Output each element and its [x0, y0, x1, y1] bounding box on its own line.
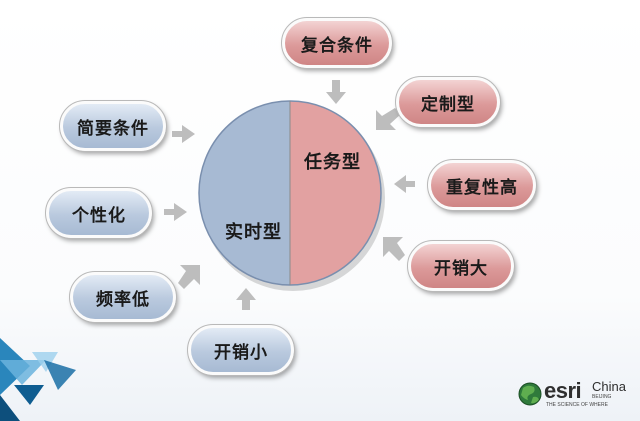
arrow-left	[394, 175, 415, 193]
logo-esri-text: esri	[544, 378, 582, 403]
logo-city-text: BEIJING	[592, 394, 612, 400]
realtime-half	[199, 101, 290, 285]
arrow-up	[236, 288, 256, 310]
logo-tagline: THE SCIENCE OF WHERE	[546, 402, 608, 408]
pill-compound-conditions: 复合条件	[281, 17, 393, 69]
pill-low-frequency: 频率低	[69, 271, 177, 323]
esri-globe-icon	[518, 382, 542, 406]
arrow-up-right	[178, 265, 200, 289]
arrow-right-1	[172, 125, 195, 143]
arrow-up-left	[383, 237, 405, 261]
task-label: 任务型	[304, 152, 361, 173]
pill-customized: 定制型	[395, 76, 501, 128]
pill-personalized: 个性化	[45, 187, 153, 239]
arrow-right-2	[164, 203, 187, 221]
realtime-label: 实时型	[225, 222, 282, 243]
pill-high-overhead: 开销大	[407, 240, 515, 292]
pill-high-repeatability: 重复性高	[427, 159, 537, 211]
center-circle	[198, 100, 385, 291]
pill-low-overhead: 开销小	[187, 324, 295, 376]
task-half	[290, 101, 381, 285]
arrow-down-left	[376, 108, 401, 130]
arrow-down	[326, 80, 346, 104]
esri-china-logo: esri China BEIJING THE SCIENCE OF WHERE	[516, 378, 634, 412]
logo-china-text: China	[592, 379, 626, 394]
corner-decoration	[0, 338, 76, 421]
pill-brief-conditions: 简要条件	[59, 100, 167, 152]
